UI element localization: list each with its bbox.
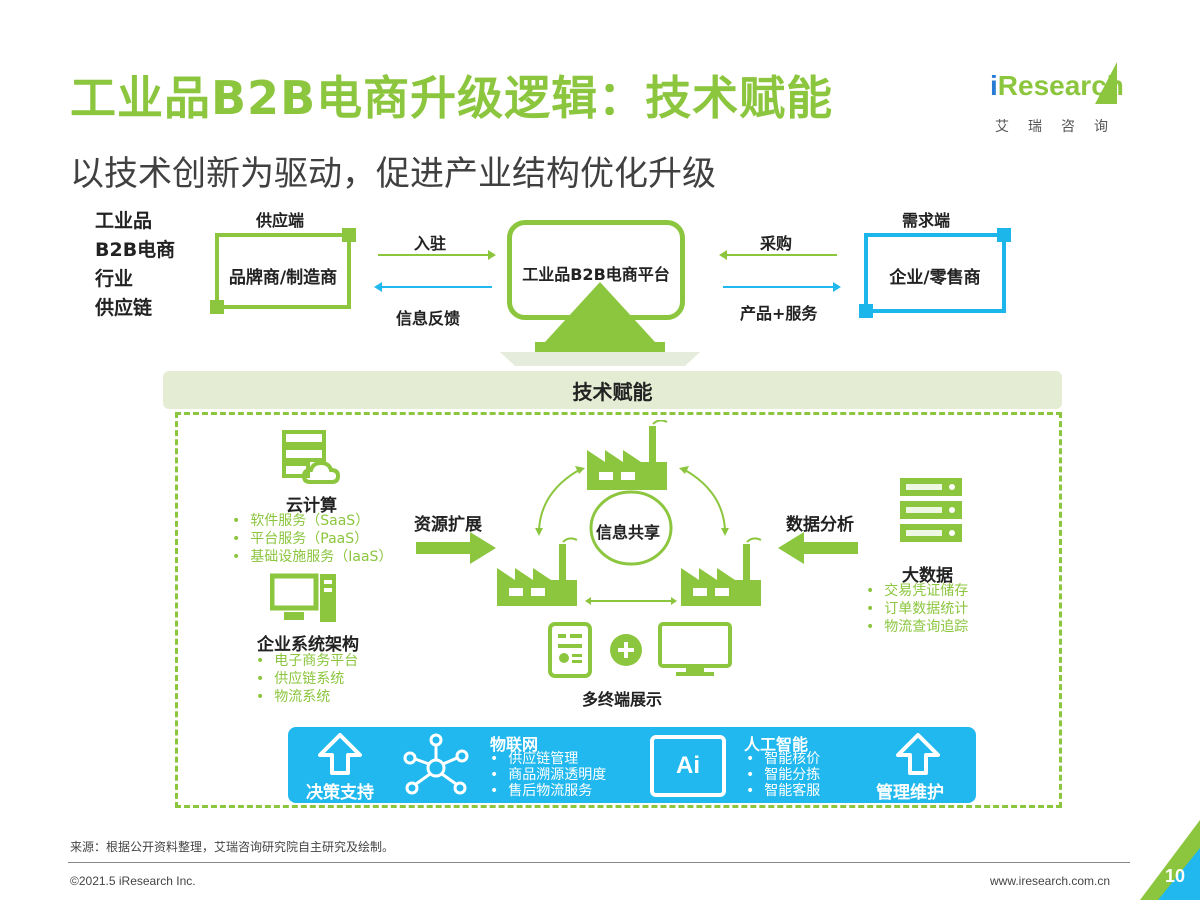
factory-icon <box>681 537 762 606</box>
platform-label: 工业品B2B电商平台 <box>522 265 670 284</box>
website-link[interactable]: www.iresearch.com.cn <box>990 874 1111 888</box>
factory-icon <box>497 537 578 606</box>
enterprise-list: 电子商务平台 供应链系统 物流系统 <box>256 652 358 706</box>
footer-divider <box>68 862 1130 863</box>
server-rack-icon <box>900 478 962 542</box>
left-arrow-icon <box>778 532 858 564</box>
flow-arrows-left <box>374 250 496 292</box>
factory-cycle-diagram <box>497 420 762 606</box>
right-arrow-icon <box>416 532 496 564</box>
enterprise-retailer-label: 企业/零售商 <box>889 268 981 288</box>
corner-decoration <box>1140 820 1200 900</box>
list-item: 物流查询追踪 <box>866 618 968 636</box>
ai-list: 智能核价 智能分拣 智能客服 <box>746 751 820 799</box>
iresearch-logo: iResearch 艾瑞咨询 <box>985 60 1145 150</box>
feedback-label: 信息反馈 <box>396 309 461 328</box>
factory-icon <box>587 420 668 490</box>
info-sharing-label: 信息共享 <box>596 523 661 542</box>
page-number: 10 <box>1165 866 1186 886</box>
list-item: 智能客服 <box>746 783 820 799</box>
up-arrow-icon <box>318 733 362 775</box>
brand-manufacturer-label: 品牌商/制造商 <box>228 268 338 288</box>
industry-supply-chain-label: 工业品 B2B电商 行业 供应链 <box>95 210 176 319</box>
multi-terminal-label: 多终端展示 <box>582 690 663 709</box>
data-analysis-label: 数据分析 <box>786 515 854 535</box>
ai-badge-icon: Ai <box>650 735 726 797</box>
product-service-label: 产品+服务 <box>740 304 818 323</box>
resource-expansion-label: 资源扩展 <box>414 515 482 535</box>
iot-list: 供应链管理 商品溯源透明度 售后物流服务 <box>490 751 606 799</box>
list-item: 基础设施服务（IaaS） <box>232 548 392 566</box>
multi-terminal-icons <box>548 622 732 678</box>
plus-icon <box>610 634 642 666</box>
supply-side-heading: 供应端 <box>256 211 305 230</box>
computer-icon <box>270 573 336 622</box>
list-item: 商品溯源透明度 <box>490 767 606 783</box>
decision-support-label: 决策支持 <box>306 783 374 803</box>
tech-empowerment-band: 技术赋能 <box>163 371 1062 409</box>
corner-square <box>210 300 224 314</box>
demand-side-heading: 需求端 <box>902 211 951 230</box>
iot-heading: 物联网 <box>490 735 539 754</box>
page-subtitle: 以技术创新为驱动，促进产业结构优化升级 <box>70 154 716 194</box>
supply-box: 品牌商/制造商 <box>210 228 356 314</box>
demand-box: 企业/零售商 <box>859 228 1011 318</box>
list-item: 软件服务（SaaS） <box>232 512 392 530</box>
bottom-tech-bar <box>288 727 976 803</box>
list-item: 平台服务（PaaS） <box>232 530 392 548</box>
list-item: 订单数据统计 <box>866 600 968 618</box>
flow-arrows-right <box>719 250 841 292</box>
platform-monitor-stand <box>500 282 700 366</box>
tech-dashed-area <box>175 412 1062 808</box>
list-item: 售后物流服务 <box>490 783 606 799</box>
corner-square <box>859 304 873 318</box>
cloud-computing-heading: 云计算 <box>286 496 337 516</box>
monitor-icon <box>658 622 732 676</box>
corner-square <box>997 228 1011 242</box>
copyright: ©2021.5 iResearch Inc. <box>70 874 196 888</box>
ai-heading: 人工智能 <box>744 735 809 754</box>
logo-slash-shape <box>1095 62 1117 104</box>
list-item: 交易凭证储存 <box>866 582 968 600</box>
corner-square <box>342 228 356 242</box>
page-title: 工业品B2B电商升级逻辑：技术赋能 <box>70 71 834 125</box>
list-item: 供应链系统 <box>256 670 358 688</box>
enter-label: 入驻 <box>414 234 447 253</box>
list-item: 智能分拣 <box>746 767 820 783</box>
tablet-icon <box>548 622 592 678</box>
management-maintenance-label: 管理维护 <box>876 783 944 803</box>
big-data-heading: 大数据 <box>902 566 953 586</box>
source-note: 来源：根据公开资料整理，艾瑞咨询研究院自主研究及绘制。 <box>70 840 395 854</box>
up-arrow-icon <box>896 733 940 775</box>
enterprise-system-heading: 企业系统架构 <box>257 635 359 655</box>
big-data-list: 交易凭证储存 订单数据统计 物流查询追踪 <box>866 582 968 636</box>
cloud-list: 软件服务（SaaS） 平台服务（PaaS） 基础设施服务（IaaS） <box>232 512 392 566</box>
list-item: 智能核价 <box>746 751 820 767</box>
list-item: 供应链管理 <box>490 751 606 767</box>
purchase-label: 采购 <box>760 234 793 253</box>
iot-network-icon <box>403 733 469 795</box>
list-item: 物流系统 <box>256 688 358 706</box>
list-item: 电子商务平台 <box>256 652 358 670</box>
cloud-server-icon <box>282 430 340 484</box>
